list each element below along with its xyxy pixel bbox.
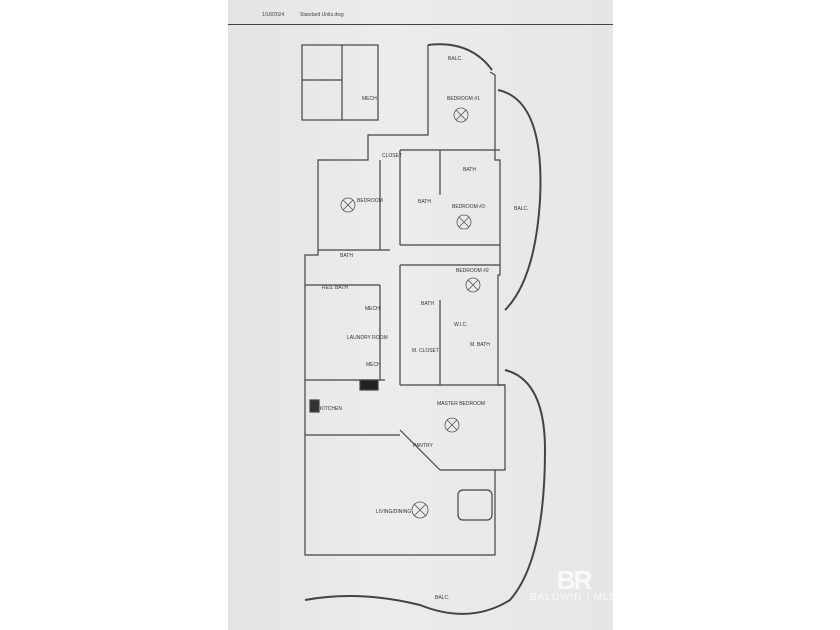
room-label: W.I.C. bbox=[454, 322, 468, 328]
room-label: BALC. bbox=[435, 595, 449, 601]
room-label: MECH bbox=[365, 306, 380, 312]
exterior-walls bbox=[304, 45, 506, 556]
ceiling-fan-icon bbox=[340, 197, 356, 213]
paper-sheet bbox=[228, 0, 613, 630]
ceiling-fan-icon bbox=[444, 417, 460, 433]
room-label: CLOSET bbox=[382, 153, 402, 159]
room-label: BATH bbox=[340, 253, 353, 259]
ceiling-fan-icon bbox=[453, 107, 469, 123]
room-label: PANTRY bbox=[413, 443, 433, 449]
room-label: MECH bbox=[362, 96, 377, 102]
file-name: Standard Units.dwg bbox=[300, 12, 344, 18]
watermark: BR BALDWIN | MLS bbox=[530, 565, 618, 603]
ceiling-fan-icon bbox=[465, 277, 481, 293]
room-label: BATH bbox=[418, 199, 431, 205]
balcony-right-rail bbox=[497, 89, 542, 311]
ceiling-fan-icon bbox=[411, 501, 429, 519]
room-label: BEDROOM bbox=[357, 198, 383, 204]
room-label: BEDROOM #2 bbox=[456, 268, 489, 274]
room-label: M. BATH bbox=[470, 342, 490, 348]
room-label: LIVING/DINING bbox=[376, 509, 411, 515]
room-label: KITCHEN bbox=[320, 406, 342, 412]
room-label: LAUNDRY ROOM bbox=[347, 335, 388, 341]
header-rule bbox=[228, 24, 613, 25]
room-label: MECH bbox=[366, 362, 381, 368]
room-label: MASTER BEDROOM bbox=[437, 401, 485, 407]
room-label: BEDROOM #1 bbox=[447, 96, 480, 102]
room-label: BALC. bbox=[448, 56, 462, 62]
inset-plan bbox=[301, 44, 379, 121]
balcony-bottom-rail bbox=[304, 369, 547, 615]
room-label: BATH bbox=[421, 301, 434, 307]
room-label: M. CLOSET bbox=[412, 348, 439, 354]
room-label: BALC. bbox=[514, 206, 528, 212]
watermark-logo: BR bbox=[556, 565, 593, 595]
room-label: RES. BATH bbox=[322, 285, 348, 291]
watermark-text: BALDWIN | MLS bbox=[530, 592, 618, 603]
hot-tub bbox=[457, 489, 493, 521]
print-date: 1/18/2024 bbox=[262, 12, 285, 18]
ceiling-fan-icon bbox=[456, 214, 472, 230]
room-label: BEDROOM #3 bbox=[452, 204, 485, 210]
room-label: BATH bbox=[463, 167, 476, 173]
balcony-top-rail bbox=[427, 43, 493, 71]
